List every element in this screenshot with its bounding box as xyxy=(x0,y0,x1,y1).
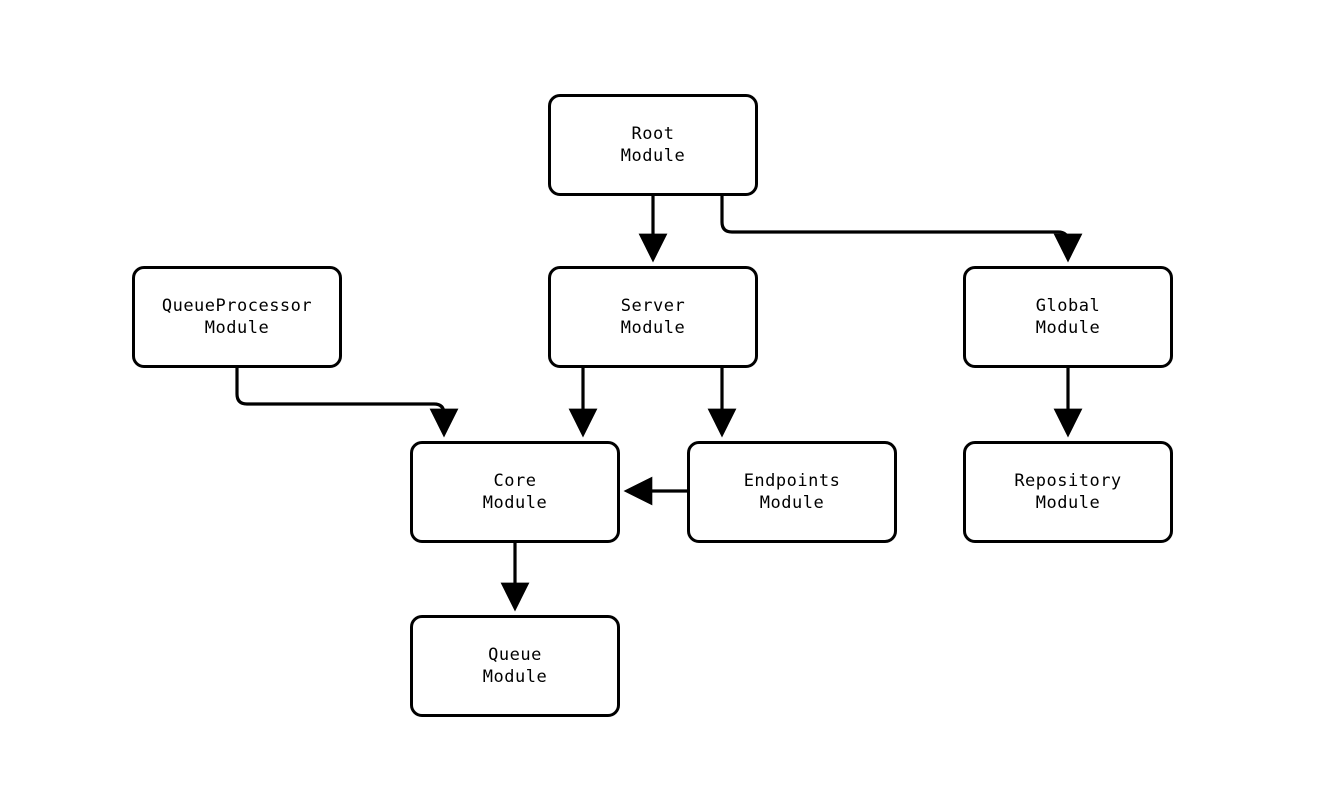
node-label-queue: Queue Module xyxy=(482,645,548,687)
node-core-module[interactable]: Core Module xyxy=(410,441,620,543)
node-queueprocessor-module[interactable]: QueueProcessor Module xyxy=(132,266,342,368)
node-label-queueprocessor: QueueProcessor Module xyxy=(161,296,313,338)
node-label-global: Global Module xyxy=(1035,296,1101,338)
node-endpoints-module[interactable]: Endpoints Module xyxy=(687,441,897,543)
edge-queueprocessor-core xyxy=(235,368,459,438)
node-server-module[interactable]: Server Module xyxy=(548,266,758,368)
node-label-endpoints: Endpoints Module xyxy=(743,471,841,513)
node-root-module[interactable]: Root Module xyxy=(548,94,758,196)
node-repository-module[interactable]: Repository Module xyxy=(963,441,1173,543)
node-global-module[interactable]: Global Module xyxy=(963,266,1173,368)
node-label-root: Root Module xyxy=(620,124,686,166)
node-label-core: Core Module xyxy=(482,471,548,513)
node-label-server: Server Module xyxy=(620,296,686,338)
node-label-repository: Repository Module xyxy=(1014,471,1122,513)
node-queue-module[interactable]: Queue Module xyxy=(410,615,620,717)
edge-root-global xyxy=(720,196,1083,263)
